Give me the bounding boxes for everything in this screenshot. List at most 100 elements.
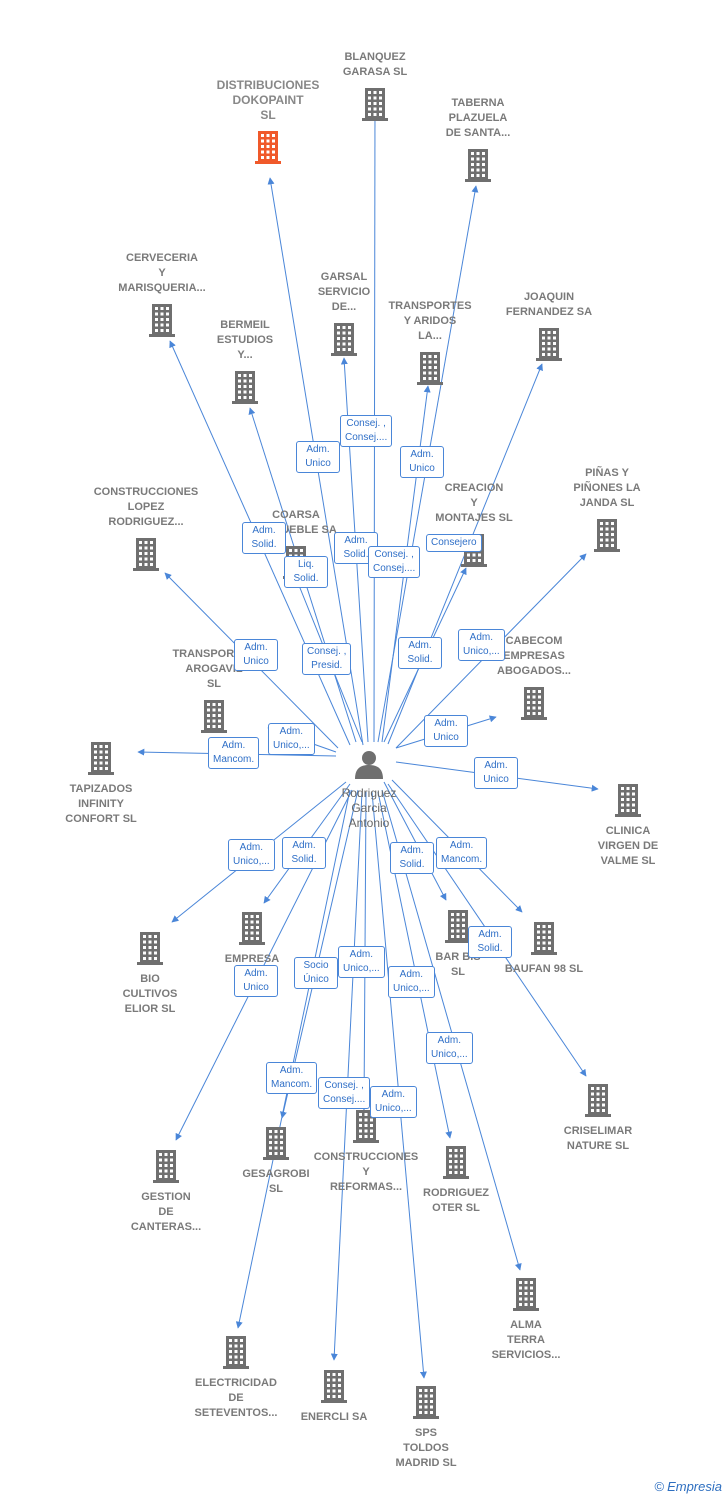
company-blanquez[interactable]: BLANQUEZ GARASA SL xyxy=(315,50,435,122)
company-label: CONSTRUCCIONES Y REFORMAS... xyxy=(313,1151,419,1193)
building-icon xyxy=(331,323,357,356)
building-icon xyxy=(362,88,388,121)
company-taberna[interactable]: TABERNA PLAZUELA DE SANTA... xyxy=(418,96,538,183)
company-label: BIO CULTIVOS ELIOR SL xyxy=(122,973,178,1015)
relation-badge[interactable]: Socio Único xyxy=(294,957,338,989)
company-label: ALMA TERRA SERVICIOS... xyxy=(491,1319,561,1361)
building-icon xyxy=(417,352,443,385)
relation-badge[interactable]: Consej. , Consej.... xyxy=(368,546,421,578)
company-label: ENERCLI SA xyxy=(300,1411,368,1423)
building-icon xyxy=(521,687,547,720)
company-gesagrobi[interactable]: GESAGROBI SL xyxy=(216,1125,336,1197)
relation-badge[interactable]: Adm. Unico xyxy=(234,965,278,997)
company-clinica[interactable]: CLINICA VIRGEN DE VALME SL xyxy=(568,782,688,869)
building-icon xyxy=(536,328,562,361)
relation-badge[interactable]: Adm. Unico,... xyxy=(370,1086,417,1118)
building-icon xyxy=(149,304,175,337)
relation-badge[interactable]: Adm. Unico,... xyxy=(388,966,435,998)
relation-badge[interactable]: Adm. Unico,... xyxy=(268,723,315,755)
relation-badge[interactable]: Adm. Unico,... xyxy=(338,946,385,978)
building-icon xyxy=(137,932,163,965)
building-icon xyxy=(239,912,265,945)
company-cerveceria[interactable]: CERVECERIA Y MARISQUERIA... xyxy=(102,251,222,338)
company-sps[interactable]: SPS TOLDOS MADRID SL xyxy=(366,1384,486,1471)
company-label: TRANSPORTES Y ARIDOS LA... xyxy=(388,300,472,342)
copyright-symbol: © xyxy=(654,1479,665,1494)
company-bar[interactable]: BAR BIS SL xyxy=(398,908,518,980)
company-creacion[interactable]: CREACION Y MONTAJES SL xyxy=(414,481,534,568)
company-gestion[interactable]: GESTION DE CANTERAS... xyxy=(106,1148,226,1235)
company-label: CONSTRUCCIONES LOPEZ RODRIGUEZ... xyxy=(93,486,199,528)
company-label: RODRIGUEZ OTER SL xyxy=(423,1187,489,1214)
building-icon xyxy=(594,519,620,552)
company-baufan[interactable]: BAUFAN 98 SL xyxy=(484,920,604,977)
relation-badge[interactable]: Consej. , Consej.... xyxy=(318,1077,371,1109)
company-distribuciones[interactable]: DISTRIBUCIONES DOKOPAINT SL xyxy=(208,78,328,165)
relation-badge[interactable]: Consej. , Presid. xyxy=(302,643,352,675)
company-label: JOAQUIN FERNANDEZ SA xyxy=(505,291,593,318)
company-garsal[interactable]: GARSAL SERVICIO DE... xyxy=(284,270,404,357)
company-electricidad[interactable]: ELECTRICIDAD DE SETEVENTOS... xyxy=(176,1334,296,1421)
relation-badge[interactable]: Adm. Solid. xyxy=(398,637,442,669)
relation-badge[interactable]: Consej. , Consej.... xyxy=(340,415,393,447)
building-icon xyxy=(513,1278,539,1311)
company-label: BLANQUEZ GARASA SL xyxy=(342,51,408,78)
company-alma[interactable]: ALMA TERRA SERVICIOS... xyxy=(466,1276,586,1363)
company-cabecom[interactable]: CABECOM EMPRESAS ABOGADOS... xyxy=(474,634,594,721)
person-icon xyxy=(355,751,383,779)
relation-badge[interactable]: Adm. Unico xyxy=(296,441,340,473)
company-label: DISTRIBUCIONES DOKOPAINT SL xyxy=(216,78,320,122)
relation-badge[interactable]: Consejero xyxy=(426,534,482,552)
company-construcciones-lopez[interactable]: CONSTRUCCIONES LOPEZ RODRIGUEZ... xyxy=(86,485,206,572)
company-label: PIÑAS Y PIÑONES LA JANDA SL xyxy=(573,467,641,509)
company-transportes-aridos[interactable]: TRANSPORTES Y ARIDOS LA... xyxy=(370,299,490,386)
relation-badge[interactable]: Adm. Unico,... xyxy=(458,629,505,661)
relation-badge[interactable]: Adm. Solid. xyxy=(282,837,326,869)
building-icon xyxy=(88,742,114,775)
company-tapizados[interactable]: TAPIZADOS INFINITY CONFORT SL xyxy=(41,740,161,827)
relation-badge[interactable]: Adm. Unico xyxy=(424,715,468,747)
company-rodriguez-oter[interactable]: RODRIGUEZ OTER SL xyxy=(396,1144,516,1216)
relation-badge[interactable]: Adm. Unico xyxy=(234,639,278,671)
relation-badge[interactable]: Adm. Solid. xyxy=(468,926,512,958)
relation-badge[interactable]: Adm. Mancom. xyxy=(208,737,260,769)
company-enercli[interactable]: ENERCLI SA xyxy=(274,1368,394,1425)
company-label: CERVECERIA Y MARISQUERIA... xyxy=(118,252,206,294)
company-pinas[interactable]: PIÑAS Y PIÑONES LA JANDA SL xyxy=(547,466,667,553)
company-empresa[interactable]: EMPRESA INS... xyxy=(192,910,312,982)
edge-sps xyxy=(371,791,427,1379)
relation-badge[interactable]: Adm. Unico,... xyxy=(426,1032,473,1064)
building-icon xyxy=(232,371,258,404)
center-person-name: Rodriguez Garcia Antonio xyxy=(341,786,397,830)
company-label: CLINICA VIRGEN DE VALME SL xyxy=(597,825,659,867)
footer-brand[interactable]: ©Empresia xyxy=(654,1479,722,1494)
relation-badge[interactable]: Adm. Mancom. xyxy=(436,837,488,869)
company-bermeil[interactable]: BERMEIL ESTUDIOS Y... xyxy=(185,318,305,405)
company-label: TABERNA PLAZUELA DE SANTA... xyxy=(445,97,511,139)
company-label: BAUFAN 98 SL xyxy=(504,963,584,975)
edge-bar xyxy=(383,781,447,901)
relation-badge[interactable]: Adm. Solid. xyxy=(390,842,434,874)
company-criselimar[interactable]: CRISELIMAR NATURE SL xyxy=(538,1082,658,1154)
company-bio[interactable]: BIO CULTIVOS ELIOR SL xyxy=(90,930,210,1017)
company-label: TAPIZADOS INFINITY CONFORT SL xyxy=(65,783,137,825)
building-icon xyxy=(321,1370,347,1403)
edge-electricidad xyxy=(235,789,351,1329)
company-label: SPS TOLDOS MADRID SL xyxy=(395,1427,457,1469)
relation-badge[interactable]: Adm. Unico xyxy=(474,757,518,789)
company-joaquin[interactable]: JOAQUIN FERNANDEZ SA xyxy=(489,290,609,362)
company-label: BERMEIL ESTUDIOS Y... xyxy=(216,319,274,361)
relation-badge[interactable]: Adm. Unico,... xyxy=(228,839,275,871)
building-icon xyxy=(443,1146,469,1179)
center-person[interactable]: Rodriguez Garcia Antonio xyxy=(336,748,402,831)
relation-badge[interactable]: Adm. Solid. xyxy=(242,522,286,554)
company-label: CRISELIMAR NATURE SL xyxy=(563,1125,633,1152)
building-icon xyxy=(153,1150,179,1183)
relation-badge[interactable]: Adm. Mancom. xyxy=(266,1062,318,1094)
relation-badge[interactable]: Liq. Solid. xyxy=(284,556,328,588)
relation-badge[interactable]: Adm. Unico xyxy=(400,446,444,478)
building-icon xyxy=(201,700,227,733)
building-icon xyxy=(445,910,471,943)
building-icon xyxy=(585,1084,611,1117)
